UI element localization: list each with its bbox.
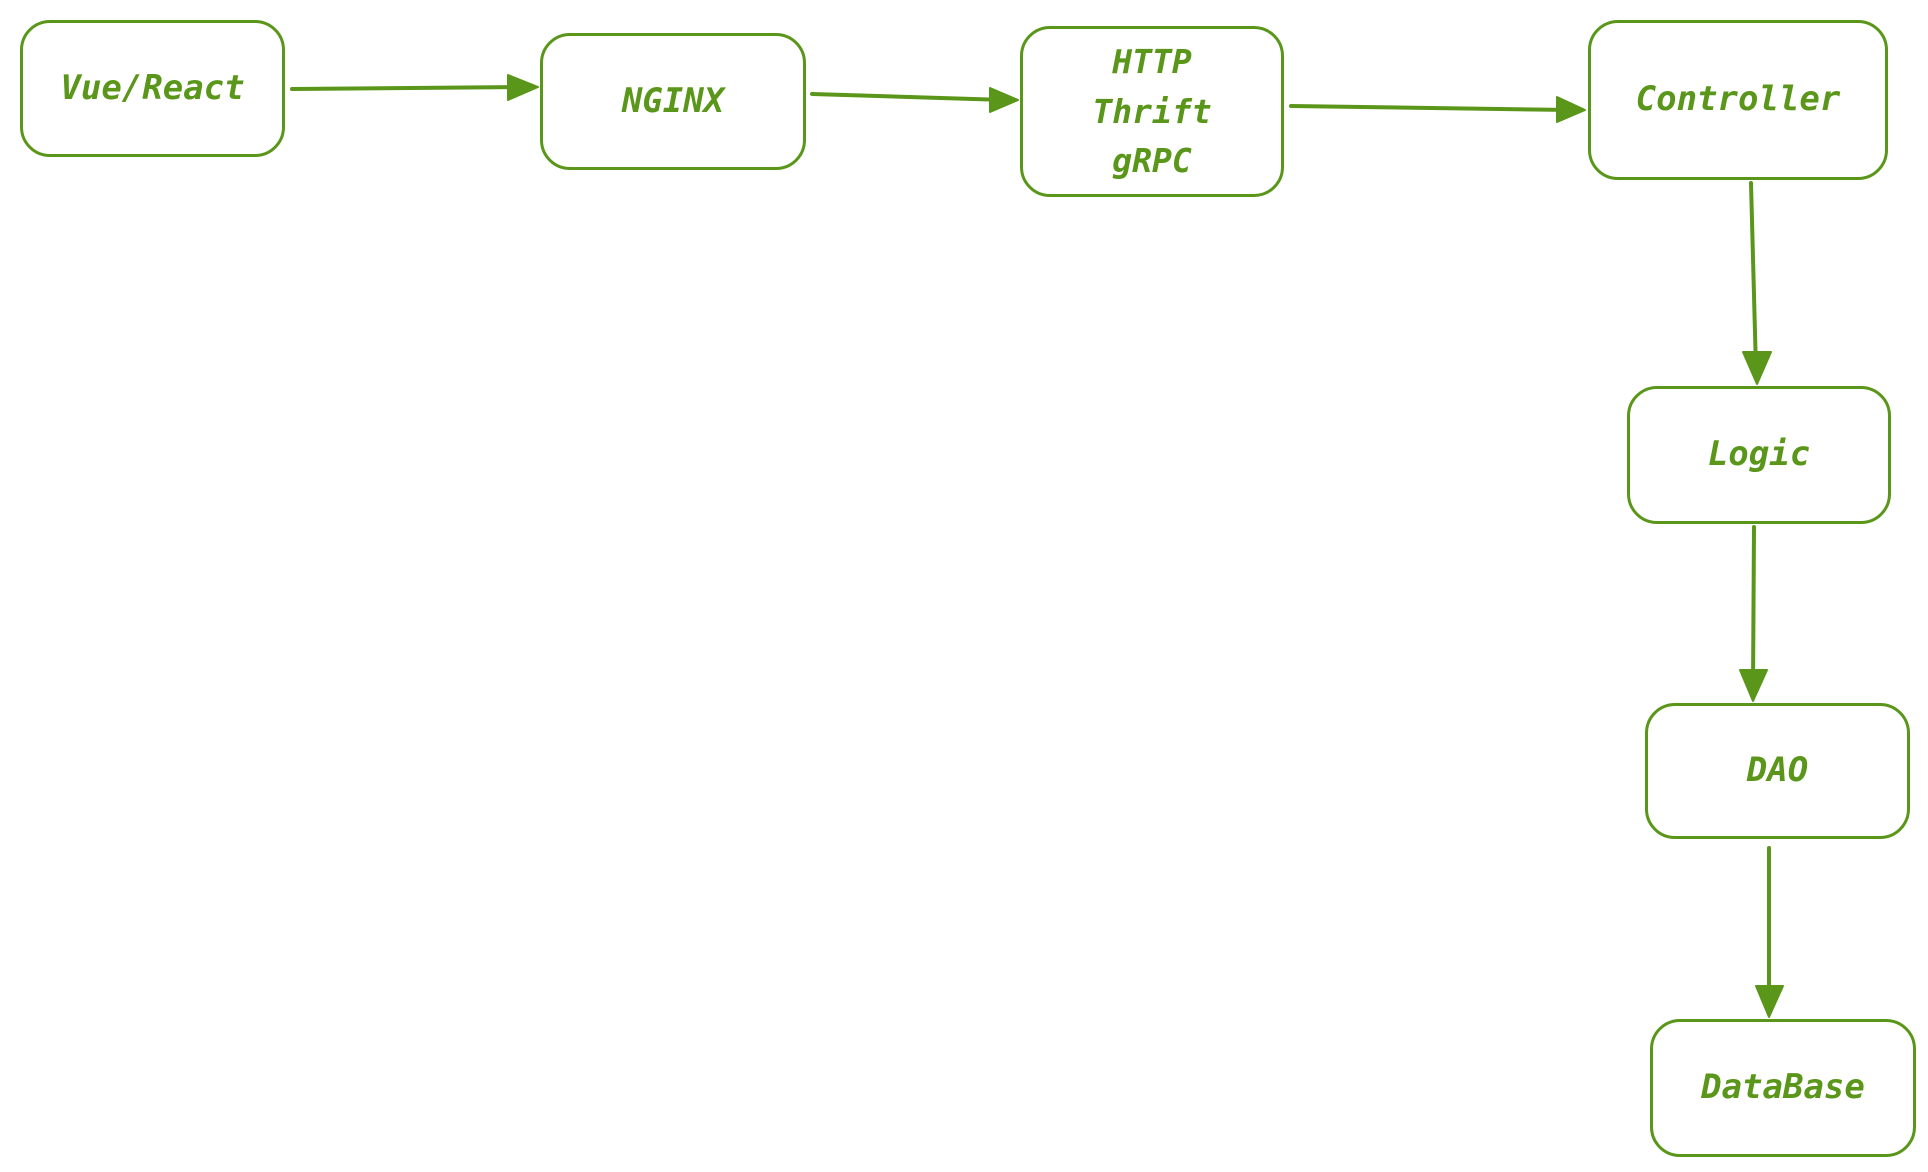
node-protocols: HTTP Thrift gRPC — [1020, 26, 1284, 197]
edge-line — [1751, 525, 1756, 690]
edge-controller-to-logic — [1742, 181, 1772, 385]
arrowhead — [1742, 351, 1772, 385]
node-label: DAO — [1746, 750, 1809, 791]
edge-line — [810, 92, 1007, 102]
arrowhead — [1556, 96, 1586, 123]
edge-nginx-to-protocols — [810, 87, 1019, 113]
node-label: Controller — [1635, 79, 1841, 120]
node-nginx: NGINX — [540, 33, 806, 170]
edge-line — [1749, 181, 1758, 372]
edge-dao-to-database — [1755, 846, 1784, 1018]
node-label: Logic — [1707, 434, 1811, 475]
edge-logic-to-dao — [1739, 525, 1768, 702]
arrowhead — [1739, 669, 1768, 702]
edge-line — [290, 85, 527, 91]
node-label: NGINX — [621, 80, 725, 121]
edge-line — [1289, 104, 1574, 112]
node-label-thrift: Thrift — [1092, 91, 1212, 131]
node-label: Vue/React — [60, 67, 245, 108]
node-label-grpc: gRPC — [1112, 141, 1192, 181]
node-database: DataBase — [1650, 1019, 1916, 1157]
node-vue-react: Vue/React — [20, 20, 285, 157]
edge-vue-to-nginx — [290, 74, 539, 101]
edge-protocols-to-controller — [1289, 96, 1586, 123]
arrowhead — [989, 87, 1019, 113]
node-label-http: HTTP — [1112, 42, 1192, 82]
arrowhead — [507, 74, 539, 101]
node-logic: Logic — [1627, 386, 1891, 524]
arrowhead — [1755, 985, 1784, 1018]
node-controller: Controller — [1588, 20, 1888, 180]
node-dao: DAO — [1645, 703, 1910, 839]
node-label: DataBase — [1701, 1067, 1865, 1108]
